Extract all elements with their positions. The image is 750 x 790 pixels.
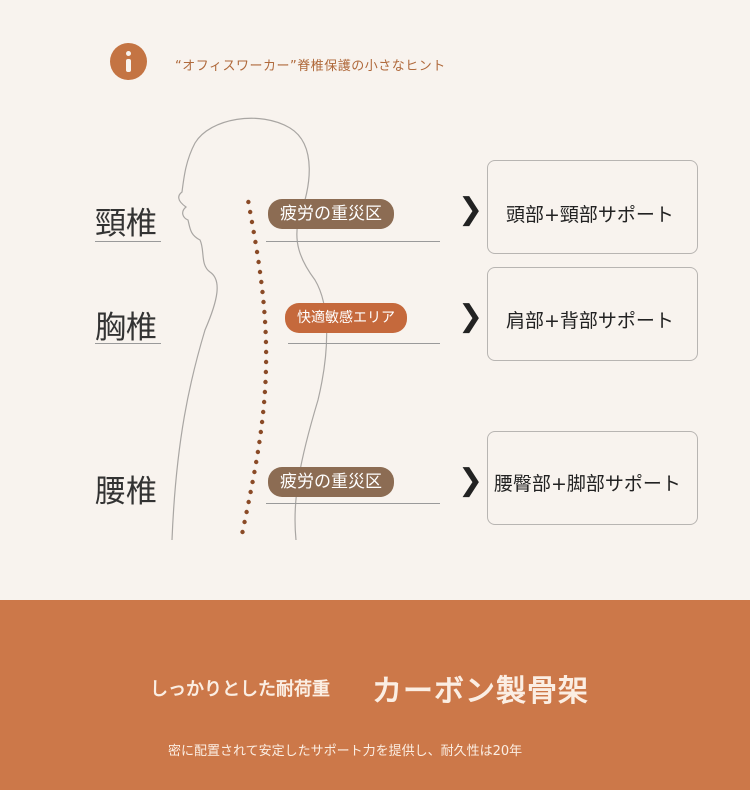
spine-dot bbox=[251, 229, 256, 235]
spine-dot bbox=[263, 339, 269, 345]
divider bbox=[266, 241, 440, 242]
spine-dot bbox=[242, 519, 247, 525]
spine-dot bbox=[250, 479, 255, 485]
hint-title: “オフィスワーカー”脊椎保護の小さなヒント bbox=[175, 59, 446, 74]
spine-dot bbox=[253, 239, 258, 245]
spine-dot bbox=[261, 299, 266, 305]
spine-dot bbox=[257, 439, 262, 445]
divider bbox=[95, 241, 161, 242]
spine-dot bbox=[248, 489, 253, 495]
spine-dot bbox=[259, 419, 265, 425]
spine-dot bbox=[259, 279, 264, 285]
chevron-right-icon: ❯ bbox=[458, 463, 484, 498]
spine-dot bbox=[246, 499, 251, 505]
spine-dot bbox=[244, 509, 249, 515]
spine-dot bbox=[249, 219, 255, 225]
spine-dot bbox=[261, 399, 267, 405]
spine-dots bbox=[240, 199, 269, 535]
chevron-right-icon: ❯ bbox=[458, 299, 484, 334]
feature-banner bbox=[0, 600, 750, 790]
spine-dot bbox=[260, 289, 265, 295]
spine-dot bbox=[262, 389, 268, 395]
spine-dot bbox=[263, 329, 268, 335]
support-text: 頭部+頸部サポート bbox=[506, 204, 674, 226]
support-box-head-neck bbox=[487, 160, 698, 254]
spine-dot bbox=[258, 429, 264, 435]
banner-lead: しっかりとした耐荷重 bbox=[150, 679, 330, 700]
zone-badge-lumbar: 疲労の重災区 bbox=[268, 467, 394, 497]
spine-dot bbox=[262, 309, 267, 315]
spine-dot bbox=[263, 349, 269, 355]
spine-dot bbox=[263, 369, 269, 375]
spine-dot bbox=[254, 459, 259, 465]
banner-subtitle: 密に配置されて安定したサポート力を提供し、耐久性は20年 bbox=[168, 744, 523, 759]
info-icon bbox=[110, 43, 147, 80]
zone-badge-thoracic: 快適敏感エリア bbox=[285, 303, 407, 333]
spine-dot bbox=[262, 319, 268, 325]
spine-dot bbox=[255, 449, 261, 455]
zone-badge-cervical: 疲労の重災区 bbox=[268, 199, 394, 229]
spine-dot bbox=[260, 409, 266, 415]
spine-dot bbox=[246, 199, 251, 205]
label-thoracic: 胸椎 bbox=[95, 310, 157, 346]
divider bbox=[266, 503, 440, 504]
label-cervical: 頸椎 bbox=[95, 206, 157, 242]
spine-dot bbox=[252, 469, 257, 475]
support-text: 肩部+背部サポート bbox=[506, 310, 674, 332]
divider bbox=[95, 343, 161, 344]
label-lumbar: 腰椎 bbox=[95, 474, 157, 510]
spine-dot bbox=[263, 379, 268, 385]
spine-dot bbox=[240, 529, 245, 535]
support-box-hip-legs bbox=[487, 431, 698, 525]
support-box-shoulder-back bbox=[487, 267, 698, 361]
banner-title: カーボン製骨架 bbox=[372, 674, 589, 709]
chevron-right-icon: ❯ bbox=[458, 192, 484, 227]
spine-dot bbox=[257, 269, 263, 275]
spine-dot bbox=[263, 359, 269, 365]
spine-dot bbox=[256, 259, 261, 265]
support-text: 腰臀部+脚部サポート bbox=[494, 473, 681, 495]
spine-dot bbox=[247, 209, 253, 215]
divider bbox=[288, 343, 440, 344]
spine-dot bbox=[254, 249, 260, 255]
